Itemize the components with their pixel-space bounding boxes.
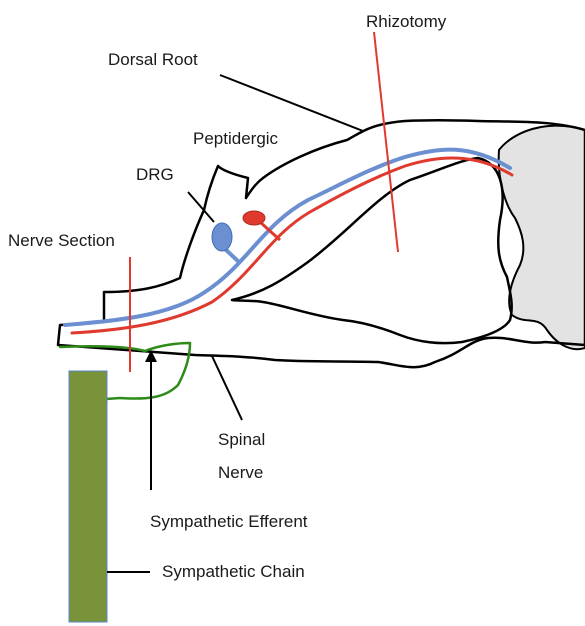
- dorsal-root-leader: [220, 75, 363, 131]
- inner-cavity-outline: [232, 158, 512, 343]
- drg-cell-process: [224, 248, 240, 263]
- spinal-label: Spinal: [218, 430, 265, 450]
- peptidergic-label: Peptidergic: [193, 129, 278, 149]
- rhizotomy-label: Rhizotomy: [366, 12, 446, 32]
- drg-cell-body: [212, 223, 232, 251]
- afferent-fiber-blue: [65, 150, 510, 325]
- peptidergic-cell-body: [243, 211, 265, 225]
- sympathetic-chain-label: Sympathetic Chain: [162, 562, 305, 582]
- spinal-nerve-leader: [212, 356, 242, 420]
- drg-label: DRG: [136, 165, 174, 185]
- nerve-section-label: Nerve Section: [8, 231, 115, 251]
- rhizotomy-cut-line: [374, 32, 398, 252]
- sympathetic-efferent-label: Sympathetic Efferent: [150, 512, 308, 532]
- sympathetic-chain-bar: [69, 371, 107, 622]
- dorsal-root-label: Dorsal Root: [108, 50, 198, 70]
- nerve-label: Nerve: [218, 463, 263, 483]
